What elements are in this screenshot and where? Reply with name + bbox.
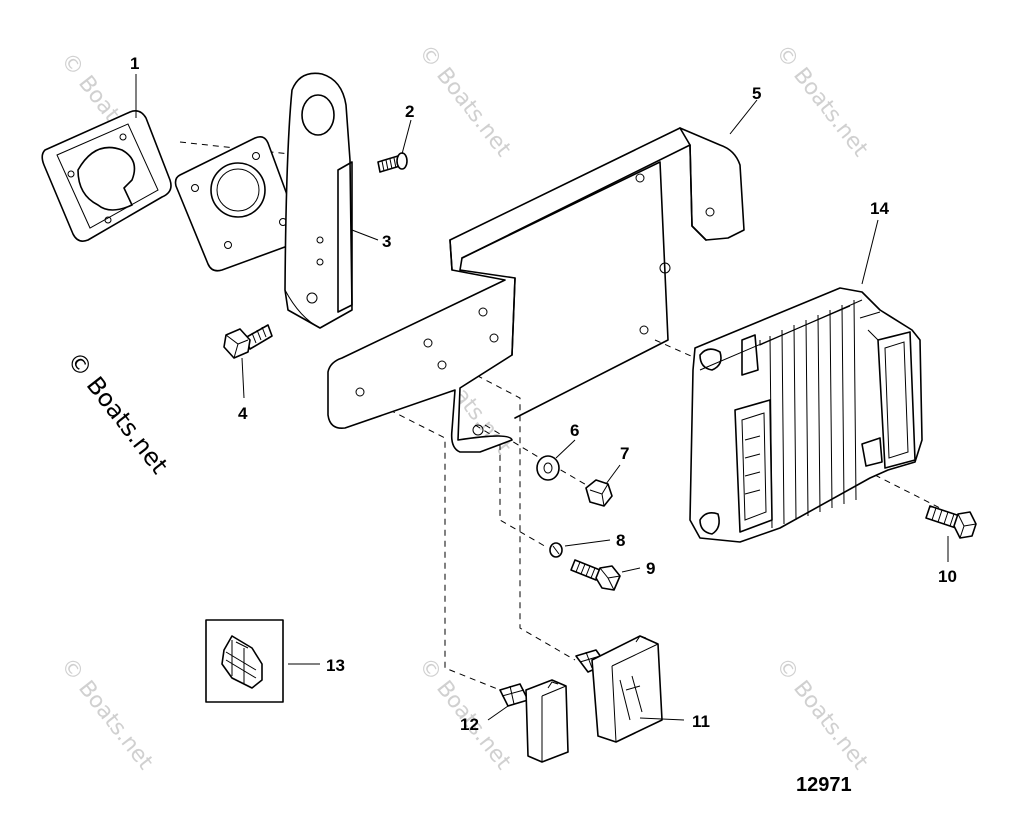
callout-3: 3 bbox=[382, 232, 391, 251]
callout-1: 1 bbox=[130, 54, 139, 73]
part-8-lock-washer bbox=[549, 542, 563, 558]
callout-12: 12 bbox=[460, 715, 479, 734]
callout-13: 13 bbox=[326, 656, 345, 675]
callout-5: 5 bbox=[752, 84, 761, 103]
part-9-bolt bbox=[570, 559, 621, 591]
callout-4: 4 bbox=[238, 404, 248, 423]
part-1-plate bbox=[174, 136, 302, 272]
part-11-relay bbox=[575, 635, 663, 743]
callout-9: 9 bbox=[646, 559, 655, 578]
part-1-gasket bbox=[41, 110, 172, 242]
part-7-nut bbox=[585, 479, 613, 507]
callout-8: 8 bbox=[616, 531, 625, 550]
callout-10: 10 bbox=[938, 567, 957, 586]
watermark: © Boats.net bbox=[413, 40, 516, 161]
watermark-prominent: © Boats.net bbox=[61, 346, 173, 479]
part-12-clip bbox=[499, 679, 569, 763]
callout-2: 2 bbox=[405, 102, 414, 121]
callout-6: 6 bbox=[570, 421, 579, 440]
watermark: © Boats.net bbox=[55, 653, 158, 774]
figure-number: 12971 bbox=[796, 774, 852, 796]
part-10-bolt bbox=[925, 505, 977, 539]
leader-lines bbox=[135, 74, 949, 721]
part-5-main-bracket bbox=[327, 127, 745, 453]
watermark: © Boats.net bbox=[770, 653, 873, 774]
callout-11: 11 bbox=[692, 712, 710, 731]
watermark: © Boats.net bbox=[770, 40, 873, 161]
part-2-screw bbox=[377, 152, 408, 173]
part-13-fuse bbox=[205, 619, 284, 703]
part-3-bracket bbox=[284, 72, 353, 329]
callout-7: 7 bbox=[620, 444, 629, 463]
part-6-washer bbox=[536, 455, 560, 481]
callouts: 1 2 3 4 5 6 7 8 9 10 11 12 13 14 bbox=[130, 54, 957, 734]
callout-14: 14 bbox=[870, 199, 889, 218]
part-4-bolt bbox=[223, 324, 273, 359]
part-14-ecm-module bbox=[689, 287, 923, 543]
